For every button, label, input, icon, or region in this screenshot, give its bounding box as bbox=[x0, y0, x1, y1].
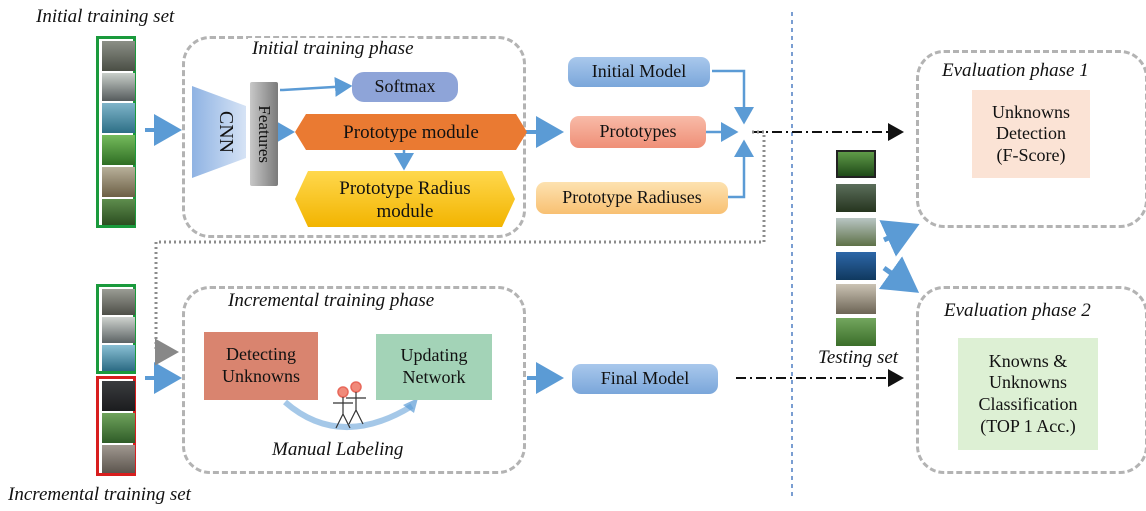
updating-network-line2: Network bbox=[402, 367, 466, 387]
incremental-known-images bbox=[96, 284, 136, 374]
evaluation-phase-1-label: Evaluation phase 1 bbox=[942, 60, 1089, 81]
evaluation-phase-2-label: Evaluation phase 2 bbox=[944, 300, 1091, 321]
initial-training-set-label: Initial training set bbox=[36, 6, 175, 27]
arrow-test-eval2 bbox=[878, 256, 920, 293]
manual-labeling-curve bbox=[283, 399, 414, 431]
testing-set-label: Testing set bbox=[818, 347, 899, 368]
initial-training-phase-label: Initial training phase bbox=[248, 38, 418, 60]
detecting-unknowns-line1: Detecting bbox=[226, 344, 296, 365]
cnn-label: CNN bbox=[215, 111, 237, 153]
detecting-unknowns-block: Detecting Unknowns bbox=[204, 332, 318, 400]
initial-model-block: Initial Model bbox=[568, 57, 710, 87]
incremental-training-set-label: Incremental training set bbox=[8, 484, 191, 505]
updating-network-line1: Updating bbox=[400, 345, 468, 366]
prototype-radius-label-2: module bbox=[377, 201, 434, 222]
arrow-radiuses-merge bbox=[728, 139, 754, 199]
unknowns-detection-line1: Unknowns bbox=[991, 101, 1070, 122]
testing-set-images bbox=[836, 150, 876, 346]
classification-block: Knowns & Unknowns Classification (TOP 1 … bbox=[958, 338, 1098, 450]
classification-line2: Unknowns bbox=[988, 372, 1067, 393]
unknowns-detection-line2: Detection bbox=[996, 123, 1066, 144]
classification-line4: (TOP 1 Acc.) bbox=[980, 415, 1076, 436]
incremental-training-phase-label: Incremental training phase bbox=[224, 290, 439, 312]
classification-line1: Knowns & bbox=[988, 350, 1068, 371]
people-icon bbox=[337, 381, 362, 398]
unknowns-detection-block: Unknowns Detection (F-Score) bbox=[972, 90, 1090, 178]
manual-labeling-label: Manual Labeling bbox=[272, 439, 404, 460]
prototype-radiuses-block: Prototype Radiuses bbox=[536, 182, 728, 214]
incremental-training-phase-box bbox=[182, 286, 526, 474]
updating-network-block: Updating Network bbox=[376, 334, 492, 400]
arrow-test-eval1 bbox=[879, 220, 920, 257]
arrow-features-softmax bbox=[280, 76, 353, 97]
unknowns-detection-line3: (F-Score) bbox=[996, 144, 1066, 165]
features-label: Features bbox=[255, 105, 275, 163]
final-model-block: Final Model bbox=[572, 364, 718, 394]
initial-training-images bbox=[96, 36, 136, 228]
feedback-dotted-line bbox=[154, 130, 766, 366]
initial-training-phase-box bbox=[182, 36, 526, 238]
incremental-unknown-images bbox=[96, 376, 136, 476]
softmax-block: Softmax bbox=[352, 72, 458, 102]
arrow-model-merge bbox=[712, 69, 754, 125]
features-block: Features bbox=[250, 82, 278, 186]
detecting-unknowns-line2: Unknowns bbox=[221, 366, 300, 386]
prototype-radius-module-block: Prototype Radius module bbox=[295, 171, 515, 227]
classification-line3: Classification bbox=[978, 394, 1078, 414]
prototype-module-block: Prototype module bbox=[295, 114, 527, 150]
cnn-block: CNN bbox=[192, 86, 246, 178]
prototype-radius-label-1: Prototype Radius bbox=[339, 178, 470, 199]
prototypes-block: Prototypes bbox=[570, 116, 706, 148]
prototype-module-label: Prototype module bbox=[343, 122, 479, 143]
